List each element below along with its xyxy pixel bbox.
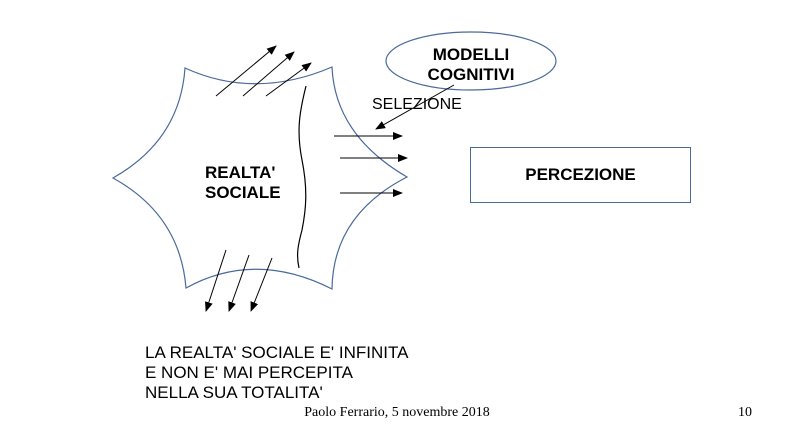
selection-arrow (375, 84, 455, 130)
caption-line3: NELLA SUA TOTALITA' (145, 383, 323, 402)
percezione-label: PERCEZIONE (525, 165, 636, 184)
percezione-box: PERCEZIONE (470, 147, 691, 203)
realta-sociale-star-shape (111, 66, 409, 290)
arrow-up-2 (242, 51, 295, 97)
boundary-line (296, 85, 307, 269)
realta-line1: REALTA' (205, 163, 276, 182)
arrow-down-3 (250, 257, 273, 312)
arrow-up-1 (215, 45, 277, 97)
arrow-down-2 (228, 254, 250, 312)
realta-sociale-label: REALTA' SOCIALE (205, 163, 315, 203)
page-number: 10 (738, 405, 752, 420)
arrow-down-1 (205, 249, 227, 312)
caption-line1: LA REALTA' SOCIALE E' INFINITA (145, 343, 409, 362)
footer-text: Paolo Ferrario, 5 novembre 2018 (304, 405, 490, 420)
modelli-cognitivi-ellipse (385, 31, 557, 91)
modelli-line2: COGNITIVI (427, 65, 515, 84)
caption-line2: E NON E' MAI PERCEPITA (145, 363, 353, 382)
arrow-up-3 (265, 62, 312, 97)
modelli-cognitivi-label: MODELLI COGNITIVI (396, 45, 546, 85)
realta-line2: SOCIALE (205, 183, 281, 202)
selezione-label: SELEZIONE (372, 96, 462, 113)
caption-text: LA REALTA' SOCIALE E' INFINITA E NON E' … (145, 343, 408, 403)
modelli-line1: MODELLI (432, 45, 510, 64)
